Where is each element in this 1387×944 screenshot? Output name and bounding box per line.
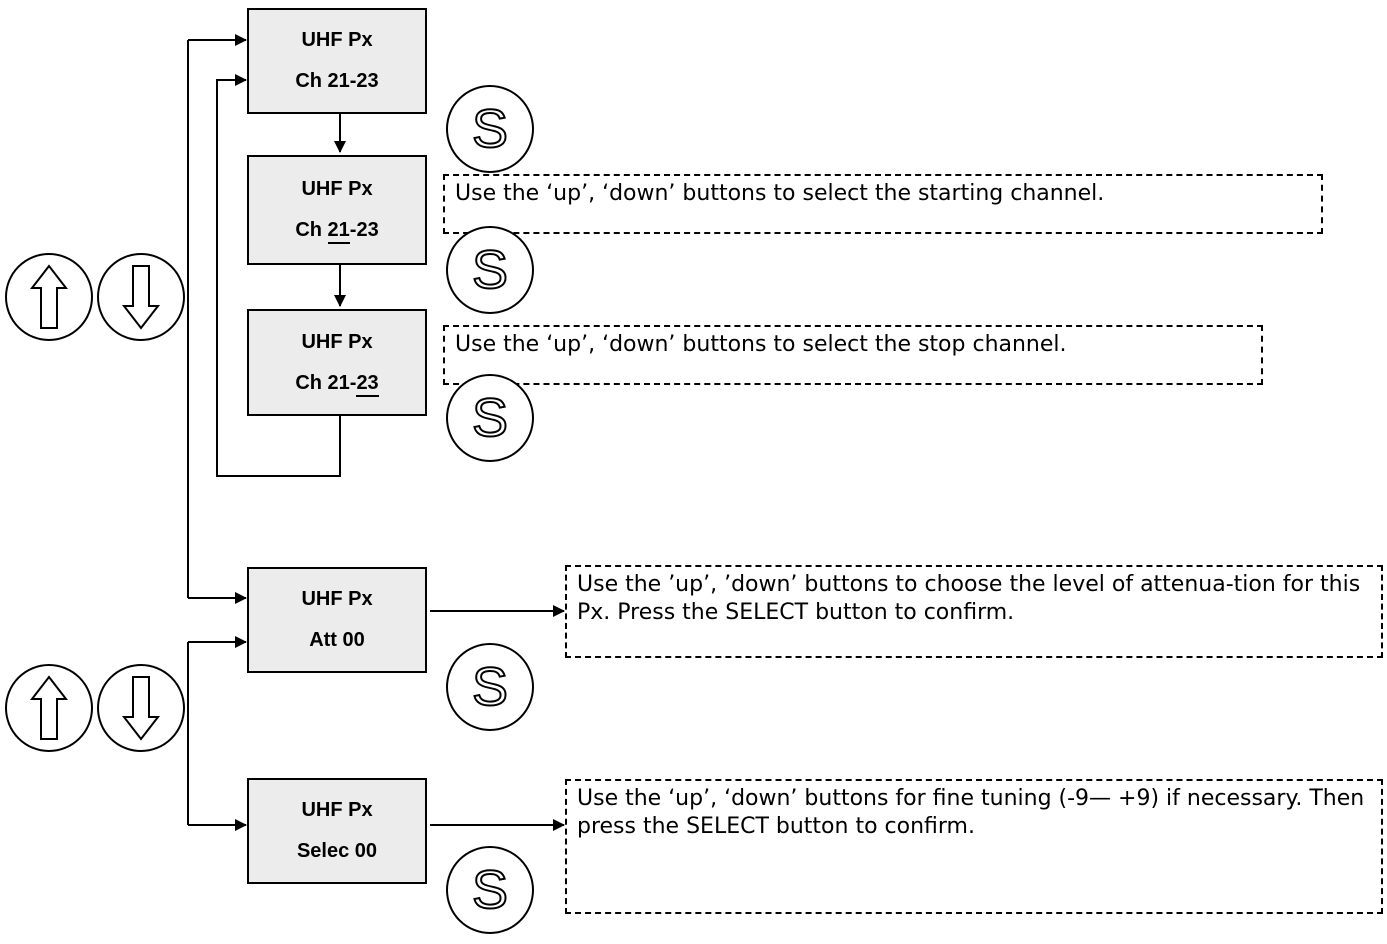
display-line2: Ch 21-23 <box>295 371 379 397</box>
cursor-digit: 23 <box>356 371 379 397</box>
select-s-icon[interactable]: S <box>445 84 535 174</box>
note-attenuation: Use the ’up’, ’down’ buttons to choose t… <box>565 565 1383 658</box>
note-fine-tuning: Use the ‘up’, ‘down’ buttons for fine tu… <box>565 779 1383 914</box>
down-arrow-icon[interactable] <box>96 663 186 753</box>
display-box-attenuation: UHF Px Att 00 <box>247 567 427 673</box>
cursor-digit: 21 <box>327 219 350 244</box>
up-arrow-icon[interactable] <box>4 663 94 753</box>
select-s-glyph: S <box>472 860 508 920</box>
display-line2: Selec 00 <box>296 840 378 862</box>
select-s-glyph: S <box>472 388 508 448</box>
note-stop-channel: Use the ‘up’, ‘down’ buttons to select t… <box>443 325 1263 385</box>
select-s-glyph: S <box>472 240 508 300</box>
note-text: Use the ‘up’, ‘down’ buttons to select t… <box>455 181 1105 206</box>
select-s-icon[interactable]: S <box>445 845 535 935</box>
note-text: Use the ‘up’, ‘down’ buttons to select t… <box>455 332 1067 357</box>
select-s-glyph: S <box>472 657 508 717</box>
select-s-icon[interactable]: S <box>445 225 535 315</box>
display-line1: UHF Px <box>301 178 373 200</box>
display-box-stop-channel: UHF Px Ch 21-23 <box>247 309 427 416</box>
display-line2: Att 00 <box>309 629 365 651</box>
display-line2-pre: Ch 21- <box>295 371 357 394</box>
display-line1: UHF Px <box>301 330 373 353</box>
display-box-start-channel: UHF Px Ch 21-23 <box>247 155 427 265</box>
display-box-channel-range: UHF Px Ch 21-23 <box>247 8 427 114</box>
display-line2-post: -23 <box>349 219 379 241</box>
up-arrow-icon[interactable] <box>4 252 94 342</box>
select-s-icon[interactable]: S <box>445 642 535 732</box>
display-line2: Ch 21-23 <box>295 219 379 244</box>
note-starting-channel: Use the ‘up’, ‘down’ buttons to select t… <box>443 174 1323 234</box>
down-arrow-icon[interactable] <box>96 252 186 342</box>
display-box-selec: UHF Px Selec 00 <box>247 778 427 884</box>
note-text: Use the ’up’, ’down’ buttons to choose t… <box>577 572 1361 625</box>
select-s-icon[interactable]: S <box>445 373 535 463</box>
display-line2: Ch 21-23 <box>295 70 379 92</box>
display-line1: UHF Px <box>301 29 373 51</box>
display-line2-pre: Ch <box>295 219 328 241</box>
display-line1: UHF Px <box>301 799 373 821</box>
display-line1: UHF Px <box>301 588 373 610</box>
note-text: Use the ‘up’, ‘down’ buttons for fine tu… <box>577 786 1365 839</box>
select-s-glyph: S <box>472 99 508 159</box>
